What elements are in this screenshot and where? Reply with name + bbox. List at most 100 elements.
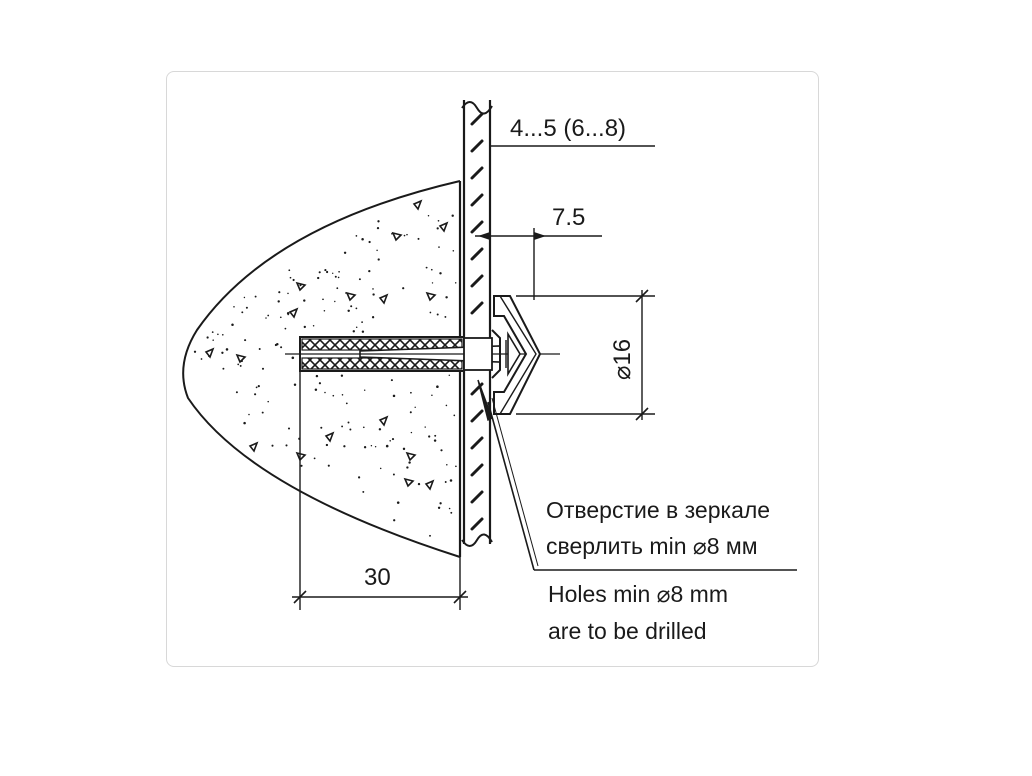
speckle — [362, 426, 365, 429]
glass-hatch-mark — [470, 193, 484, 207]
dimension-glass-thickness: 4...5 (6...8) — [489, 115, 655, 152]
aggregate-mark — [438, 221, 449, 233]
speckle — [357, 476, 361, 479]
speckle — [233, 306, 235, 308]
speckle — [449, 479, 453, 482]
aggregate-mark — [204, 347, 215, 359]
speckle — [429, 534, 431, 537]
speckle — [288, 269, 291, 272]
speckle — [345, 292, 347, 294]
aggregate-mark — [345, 291, 357, 302]
glass-hatch-mark — [470, 409, 484, 423]
aggregate-mark — [288, 307, 299, 319]
speckle — [389, 440, 391, 442]
aggregate-mark — [295, 281, 307, 292]
aggregate-mark — [324, 431, 335, 443]
speckle — [438, 246, 440, 248]
speckle — [431, 394, 433, 397]
speckle — [444, 481, 447, 483]
speckle — [323, 310, 326, 312]
speckle — [417, 482, 421, 486]
speckle — [312, 324, 315, 327]
speckle — [368, 240, 371, 244]
speckle — [337, 276, 340, 279]
speckle — [239, 364, 242, 367]
glass-hatch-mark — [470, 166, 484, 180]
speckle — [341, 394, 344, 396]
speckle — [361, 330, 365, 333]
speckle — [410, 431, 413, 434]
speckle — [452, 250, 455, 252]
speckle — [439, 502, 442, 505]
speckle — [318, 382, 322, 385]
glass-hatch-mark — [470, 112, 484, 126]
speckle — [327, 464, 330, 467]
speckle — [334, 275, 337, 278]
speckle — [221, 351, 224, 354]
speckle — [355, 235, 358, 237]
glass-hatch-mark — [470, 139, 484, 153]
speckle — [392, 473, 395, 476]
speckle — [453, 414, 456, 417]
speckle — [303, 325, 306, 329]
speckle — [235, 391, 238, 394]
speckle — [287, 427, 291, 430]
cap-offset-label: 7.5 — [552, 204, 585, 231]
speckle — [286, 312, 290, 315]
speckle — [338, 270, 340, 273]
speckle — [291, 356, 295, 360]
speckle — [436, 385, 439, 388]
speckle — [254, 393, 257, 396]
speckle — [385, 444, 389, 448]
cap-holder — [463, 295, 542, 415]
speckle — [446, 464, 448, 466]
speckle — [437, 506, 441, 509]
cap-diameter-label: ⌀16 — [609, 339, 636, 380]
speckle — [451, 214, 454, 217]
glass-hatch-mark — [470, 274, 484, 288]
speckle — [372, 293, 375, 296]
speckle — [299, 284, 302, 287]
aggregate-mark — [403, 477, 415, 488]
aggregate-mark — [424, 479, 435, 491]
speckle — [343, 445, 346, 448]
speckle — [427, 214, 430, 217]
aggregate-mark — [412, 199, 423, 211]
speckle — [237, 363, 240, 366]
speckle — [285, 444, 288, 447]
speckle — [406, 466, 409, 469]
dimension-dowel-depth: 30 — [292, 371, 468, 610]
speckle — [352, 330, 355, 333]
speckle — [448, 507, 451, 510]
aggregate-mark — [248, 441, 259, 453]
speckle — [208, 355, 210, 357]
speckle — [317, 276, 320, 280]
speckle — [361, 321, 363, 323]
glass-hatch-mark — [470, 247, 484, 261]
speckle — [392, 394, 396, 398]
speckle — [437, 219, 440, 222]
speckle — [439, 272, 442, 275]
speckle — [325, 443, 329, 447]
dimension-cap-offset: 7.5 — [475, 204, 602, 300]
speckle — [243, 421, 246, 425]
speckle — [377, 220, 380, 223]
speckle — [436, 313, 439, 316]
speckle — [244, 339, 247, 342]
speckle — [429, 311, 432, 314]
speckle — [376, 249, 378, 252]
speckle — [378, 428, 382, 431]
speckle — [433, 439, 437, 442]
glass-thickness-label: 4...5 (6...8) — [510, 115, 626, 142]
speckle — [287, 292, 289, 295]
speckle — [406, 233, 408, 236]
drilling-note: Отверстие в зеркале сверлить min ⌀8 мм H… — [546, 497, 770, 644]
speckle — [445, 296, 448, 299]
speckle — [212, 339, 214, 341]
speckle — [315, 374, 319, 378]
speckle — [267, 314, 270, 317]
speckle — [434, 434, 437, 437]
speckle — [284, 327, 287, 330]
speckle — [261, 411, 264, 414]
